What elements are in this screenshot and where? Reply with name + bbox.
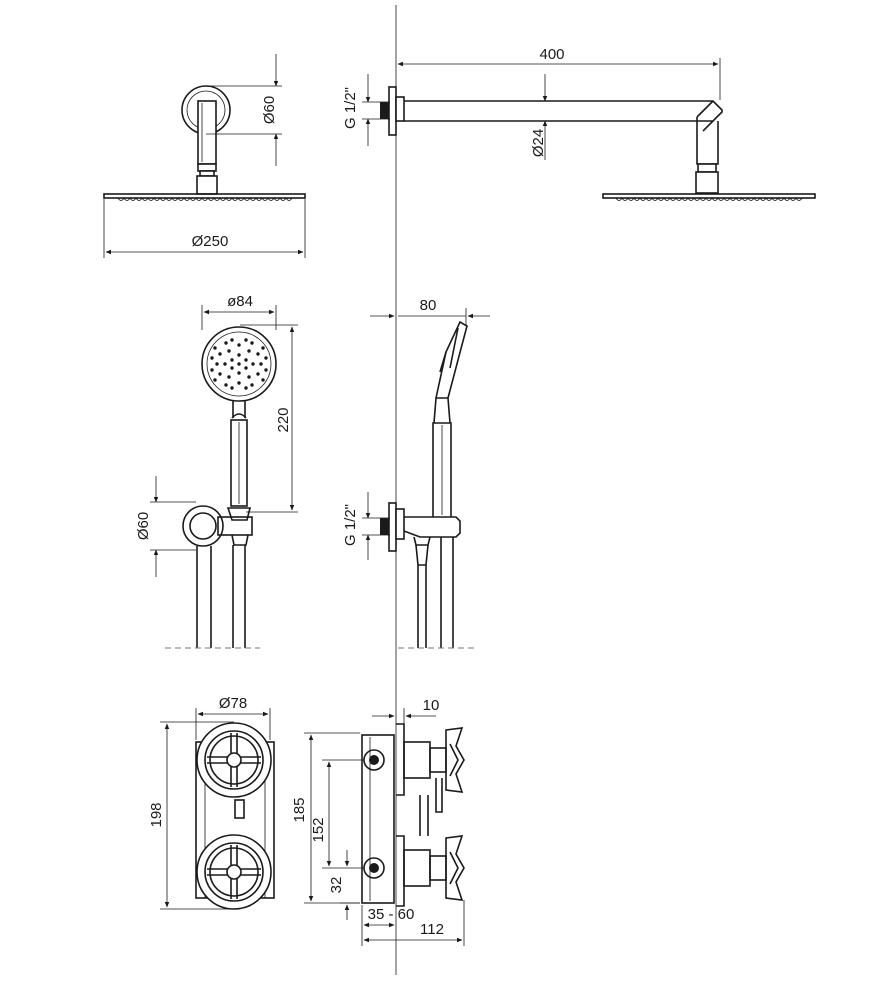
label-installation-depth: 35 - 60 <box>368 906 415 923</box>
label-outlet-height: 32 <box>328 877 345 894</box>
rain-head-front-view <box>103 85 306 201</box>
label-handle-diameter: Ø78 <box>219 695 247 712</box>
mixer-side-view <box>361 723 465 907</box>
label-hand-shower-diameter: ø84 <box>227 293 253 310</box>
label-handle-centre-distance: 152 <box>310 817 327 842</box>
label-head-flange-diameter: Ø60 <box>261 96 278 124</box>
label-arm-length: 400 <box>539 46 564 63</box>
label-head-diameter: Ø250 <box>192 233 229 250</box>
label-total-depth: 112 <box>420 921 444 938</box>
label-holder-flange-diameter: Ø60 <box>135 512 152 540</box>
mixer-front-view <box>195 722 275 910</box>
label-wall-protrusion: 10 <box>423 697 440 714</box>
label-holder-thread: G 1/2" <box>342 504 359 546</box>
label-arm-thread: G 1/2" <box>342 87 359 129</box>
rain-head-side-view <box>380 86 816 201</box>
label-arm-diameter: Ø24 <box>530 129 547 157</box>
hand-shower-side-view <box>380 320 468 648</box>
label-hand-shower-depth: 80 <box>420 297 437 314</box>
hand-shower-front-view <box>182 326 277 648</box>
label-mixer-total-height: 198 <box>148 802 165 827</box>
label-hand-shower-length: 220 <box>275 407 292 432</box>
label-mixer-body-height: 185 <box>291 797 308 822</box>
